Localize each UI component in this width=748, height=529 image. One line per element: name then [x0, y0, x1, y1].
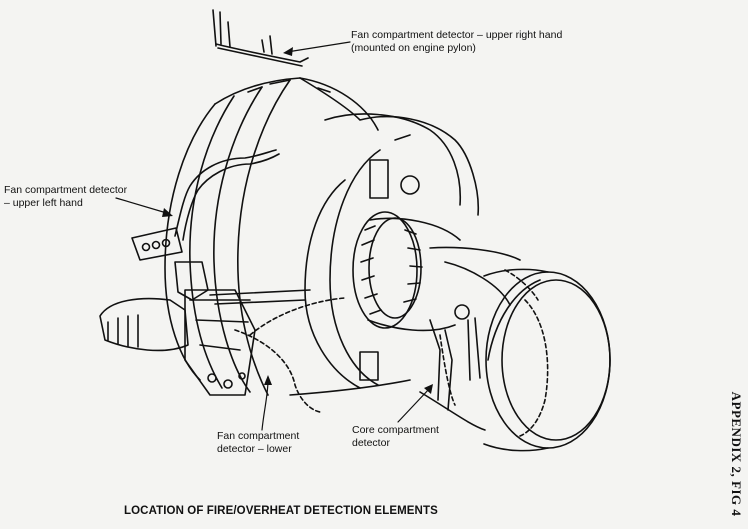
label-core-detector: Core compartment detector — [352, 424, 439, 450]
appendix-label: APPENDIX 2, FIG 4 — [726, 386, 746, 521]
core-detector — [439, 269, 549, 437]
label-fan-detector-upper-left: Fan compartment detector – upper left ha… — [4, 184, 127, 210]
exhaust-nozzle — [483, 268, 611, 452]
leader-lines — [115, 41, 431, 431]
core-cowl — [419, 246, 521, 431]
pylon-detector-bracket — [212, 9, 309, 67]
leader-arrowheads — [162, 47, 433, 394]
label-line: detector – lower — [217, 443, 292, 455]
label-line: Fan compartment detector — [4, 184, 128, 196]
label-line: Core compartment — [352, 424, 439, 436]
upper-left-detector — [131, 149, 280, 261]
core-compressor — [352, 211, 461, 332]
label-line: – upper left hand — [4, 197, 83, 209]
figure-caption: LOCATION OF FIRE/OVERHEAT DETECTION ELEM… — [124, 505, 438, 517]
fan-duct — [289, 149, 420, 396]
label-fan-detector-upper-right: Fan compartment detector – upper right h… — [351, 29, 562, 55]
label-line: (mounted on engine pylon) — [351, 42, 476, 54]
label-fan-detector-lower: Fan compartment detector – lower — [217, 430, 299, 456]
label-line: Fan compartment detector – upper right h… — [351, 29, 563, 41]
label-line: Fan compartment — [217, 430, 300, 442]
label-line: detector — [352, 437, 390, 449]
accessory-gearbox — [99, 261, 311, 396]
appendix-label-text: APPENDIX 2, FIG 4 — [729, 391, 744, 516]
lower-detector — [234, 297, 346, 413]
fan-case — [164, 77, 480, 396]
